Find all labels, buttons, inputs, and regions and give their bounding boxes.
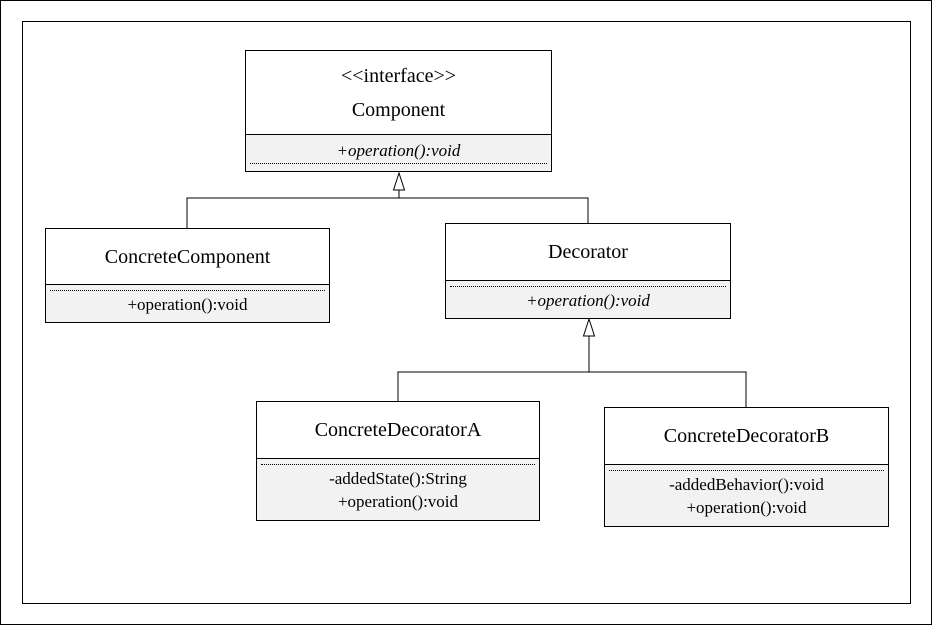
operations-compartment: +operation():void <box>446 281 730 318</box>
class-header: Decorator <box>446 224 730 281</box>
operations-compartment: -addedBehavior():void +operation():void <box>605 465 888 526</box>
operation-item: -addedBehavior():void <box>669 475 824 494</box>
operation-item: +operation():void <box>127 295 248 314</box>
generalization-arrowhead-component <box>392 171 406 191</box>
operations-compartment: +operation():void <box>46 285 329 322</box>
generalization-arrowhead-decorator <box>582 317 596 337</box>
class-decorator[interactable]: Decorator +operation():void <box>445 223 731 319</box>
diagram-canvas <box>22 21 911 604</box>
operation-item: +operation():void <box>686 498 807 517</box>
class-component[interactable]: <<interface>> Component +operation():voi… <box>245 50 552 172</box>
class-name: ConcreteDecoratorA <box>314 419 482 441</box>
class-concrete-component[interactable]: ConcreteComponent +operation():void <box>45 228 330 323</box>
operation-item: +operation():void <box>526 291 650 310</box>
operation-item: -addedState():String <box>329 469 467 488</box>
dotted-divider <box>50 290 325 291</box>
class-name: ConcreteComponent <box>104 245 271 268</box>
class-header: ConcreteComponent <box>46 229 329 285</box>
operation-item: +operation():void <box>337 492 459 511</box>
class-name: ConcreteDecoratorB <box>663 425 830 447</box>
class-name: Component <box>351 98 446 121</box>
class-header: ConcreteDecoratorB <box>605 408 888 465</box>
edge-concretecomponent-to-component <box>186 197 589 228</box>
class-header: <<interface>> Component <box>246 51 551 135</box>
dotted-divider <box>450 286 726 287</box>
dotted-divider <box>609 470 884 471</box>
operations-compartment: +operation():void <box>246 135 551 171</box>
stereotype-label: <<interface>> <box>340 64 457 87</box>
class-header: ConcreteDecoratorA <box>257 402 539 459</box>
dotted-divider <box>250 163 547 164</box>
class-name: Decorator <box>548 241 628 263</box>
edge-decorators-to-decorator <box>397 371 747 407</box>
class-concrete-decorator-a[interactable]: ConcreteDecoratorA -addedState():String … <box>256 401 540 521</box>
class-concrete-decorator-b[interactable]: ConcreteDecoratorB -addedBehavior():void… <box>604 407 889 527</box>
operations-compartment: -addedState():String +operation():void <box>257 459 539 520</box>
operation-item: +operation():void <box>336 141 461 160</box>
dotted-divider <box>261 464 535 465</box>
